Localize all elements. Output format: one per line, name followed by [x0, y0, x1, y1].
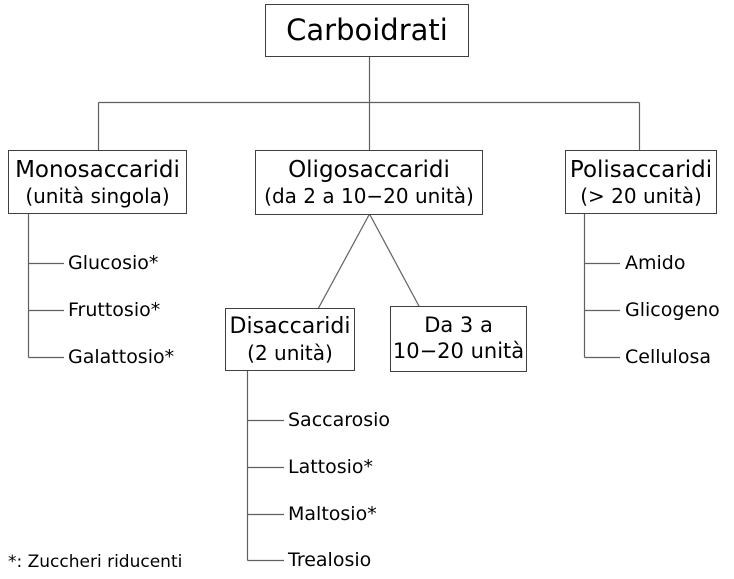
leaf-fruttosio: Fruttosio*: [68, 299, 161, 321]
node-oligosaccaridi-sublabel: (da 2 a 10−20 unità): [264, 184, 474, 209]
leaf-maltosio: Maltosio*: [288, 503, 377, 525]
node-polisaccaridi: Polisaccaridi (> 20 unità): [565, 150, 717, 214]
node-disaccaridi: Disaccaridi (2 unità): [225, 308, 355, 371]
node-carboidrati-label: Carboidrati: [286, 12, 448, 47]
node-disaccaridi-label: Disaccaridi: [229, 313, 351, 339]
node-monosaccaridi-label: Monosaccaridi: [15, 156, 180, 183]
footnote-reducing-sugars: *: Zuccheri riducenti: [8, 552, 183, 572]
connector-diagonal-da3a: [368, 213, 421, 309]
leaf-galattosio: Galattosio*: [68, 346, 175, 368]
node-monosaccaridi-sublabel: (unità singola): [25, 183, 170, 208]
leaf-amido: Amido: [625, 252, 686, 274]
leaf-glucosio: Glucosio*: [68, 252, 159, 274]
leaf-cellulosa: Cellulosa: [625, 346, 712, 368]
node-da3a-label-line2: 10−20 unità: [392, 339, 525, 363]
node-disaccaridi-sublabel: (2 unità): [247, 340, 333, 365]
node-da3a-label-line1: Da 3 a: [424, 313, 493, 338]
node-oligosaccaridi: Oligosaccaridi (da 2 a 10−20 unità): [255, 150, 483, 215]
node-oligosaccaridi-label: Oligosaccaridi: [288, 157, 450, 184]
leaf-glicogeno: Glicogeno: [625, 299, 720, 321]
node-carboidrati: Carboidrati: [265, 4, 469, 57]
node-da-3-a-10-20-unita: Da 3 a 10−20 unità: [390, 306, 527, 372]
node-monosaccaridi: Monosaccaridi (unità singola): [8, 150, 187, 214]
leaf-trealosio: Trealosio: [288, 549, 372, 571]
connector-diagonal-disaccaridi: [317, 213, 371, 310]
leaf-lattosio: Lattosio*: [288, 456, 374, 478]
node-polisaccaridi-sublabel: (> 20 unità): [580, 183, 702, 208]
leaf-saccarosio: Saccarosio: [288, 409, 391, 431]
node-polisaccaridi-label: Polisaccaridi: [569, 156, 713, 183]
